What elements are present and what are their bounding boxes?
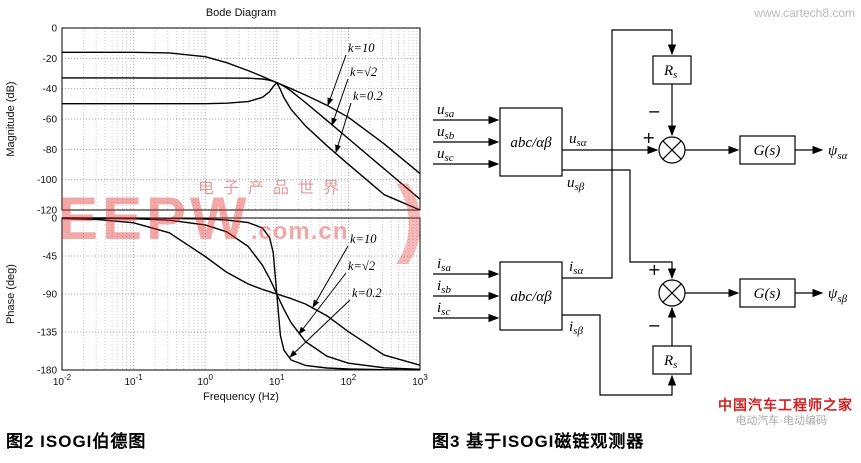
curve-annotation-arrow — [298, 272, 347, 335]
label-i-salpha: isα — [569, 259, 583, 277]
curve-annotation-arrow — [312, 245, 349, 308]
plus-sign-sum1: + — [642, 128, 655, 147]
wire-u-sbeta-to-sum2 — [562, 169, 677, 280]
label-i-sa: isa — [437, 256, 451, 274]
curve-annotation-label: k=0.2 — [353, 89, 383, 103]
phase-tick-label: 0 — [51, 214, 57, 225]
magnitude-axis-label: Magnitude (dB) — [5, 81, 17, 156]
frequency-tick-label: 103 — [412, 373, 428, 388]
curve-annotation-label: k=0.2 — [352, 286, 382, 300]
rs-block-bottom — [652, 345, 692, 375]
bode-curve-k=10 — [61, 217, 421, 366]
magnitude-tick-label: -80 — [43, 145, 58, 156]
label-i-sc: isc — [437, 300, 450, 318]
magnitude-plot-frame — [61, 27, 421, 211]
frequency-tick-label: 100 — [197, 373, 213, 388]
curve-annotation-arrow — [335, 102, 352, 153]
figure3-caption: 图3 基于ISOGI磁链观测器 — [432, 432, 645, 451]
phase-tick-label: -180 — [37, 366, 57, 377]
frequency-tick-label: 10-1 — [124, 373, 143, 388]
label-psi-sbeta: ψsβ — [828, 286, 848, 305]
label-rs-top: Rs — [663, 63, 677, 81]
frequency-tick-label: 102 — [341, 373, 357, 388]
flux-observer-diagram: usa usb usc isa isb isc abc/αβ abc/αβ us… — [433, 29, 848, 396]
bode-curves — [61, 51, 421, 371]
bode-curve-k=0.2 — [62, 81, 421, 211]
label-u-sb: usb — [437, 124, 455, 142]
label-u-sc: usc — [437, 146, 454, 164]
bode-curve-k=0.2 — [62, 217, 421, 371]
label-u-sbeta: usβ — [567, 175, 585, 193]
label-abc-block-voltage: abc/αβ — [510, 135, 552, 151]
abc-alphabeta-block-current — [499, 261, 563, 331]
phase-plot-frame — [61, 217, 421, 371]
curve-annotation-label: k=√2 — [348, 259, 375, 273]
bode-curve-k=√2 — [62, 77, 421, 200]
phase-axis-label: Phase (deg) — [5, 264, 17, 324]
label-i-sbeta: isβ — [569, 319, 583, 337]
bode-figure: 0-20-40-60-80-100-1200-45-90-135-18010-2… — [5, 7, 428, 403]
bode-annotations: k=10 k=√2 k=0.2 k=10 k=√2 k=0.2 — [289, 41, 383, 358]
label-rs-bottom: Rs — [663, 353, 677, 371]
figure2-caption: 图2 ISOGI伯德图 — [6, 432, 147, 451]
bode-title: Bode Diagram — [206, 7, 276, 19]
plus-sign-sum2: + — [648, 260, 661, 279]
summing-junction-alpha — [658, 136, 686, 164]
gs-block-top — [739, 135, 796, 165]
phase-tick-label: -90 — [43, 290, 58, 301]
curve-annotation-arrow — [289, 299, 351, 358]
curve-annotation-arrow — [331, 78, 349, 126]
bode-tick-labels: 0-20-40-60-80-100-1200-45-90-135-18010-2… — [37, 24, 428, 389]
magnitude-tick-label: -120 — [37, 206, 57, 217]
abc-alphabeta-block-voltage — [499, 107, 563, 177]
minus-sign-sum1: − — [648, 102, 661, 121]
summing-junction-beta — [658, 279, 686, 307]
frequency-tick-label: 10-2 — [53, 373, 72, 388]
label-u-salpha: usα — [569, 131, 587, 149]
magnitude-tick-label: -100 — [37, 175, 57, 186]
curve-annotation-label: k=10 — [348, 41, 375, 55]
label-i-sb: isb — [437, 278, 451, 296]
wire-i-salpha-to-rs-top — [562, 29, 677, 279]
bode-grid — [61, 27, 421, 371]
magnitude-tick-label: 0 — [51, 24, 57, 35]
minus-sign-sum2: − — [648, 316, 661, 335]
label-gs-top: G(s) — [754, 143, 781, 159]
wire-i-sbeta-to-rs-bottom — [562, 314, 677, 396]
label-abc-block-current: abc/αβ — [510, 289, 552, 305]
rs-block-top — [652, 55, 692, 85]
curve-annotation-label: k=10 — [350, 232, 377, 246]
frequency-axis-label: Frequency (Hz) — [203, 391, 279, 403]
magnitude-tick-label: -60 — [43, 115, 58, 126]
magnitude-tick-label: -20 — [43, 54, 58, 65]
bode-curve-k=√2 — [61, 217, 421, 370]
label-gs-bottom: G(s) — [754, 286, 781, 302]
frequency-tick-label: 101 — [269, 373, 285, 388]
label-u-sa: usa — [437, 102, 455, 120]
phase-tick-label: -45 — [43, 252, 58, 263]
gs-block-bottom — [739, 278, 796, 308]
curve-annotation-arrow — [327, 54, 347, 106]
curve-annotation-label: k=√2 — [350, 65, 377, 79]
label-psi-salpha: ψsα — [828, 143, 848, 162]
phase-tick-label: -135 — [37, 328, 57, 339]
magnitude-tick-label: -40 — [43, 84, 58, 95]
